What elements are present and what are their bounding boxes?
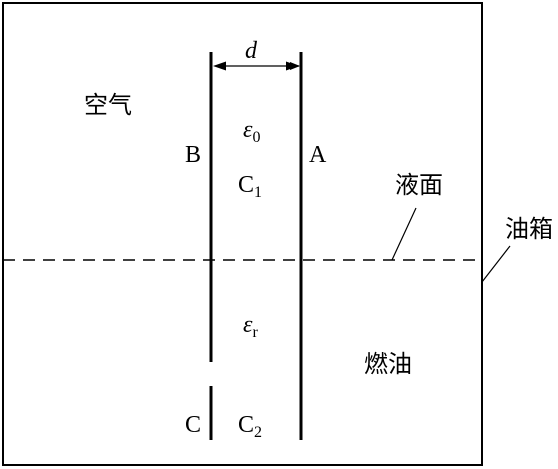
epsilon-r-sub: r <box>252 324 258 341</box>
electrode-c-label: C <box>185 412 201 438</box>
epsilon-0-label: ε0 <box>243 117 260 146</box>
epsilon-r-base: ε <box>243 312 253 338</box>
air-label: 空气 <box>84 91 132 119</box>
oil-tank-leader <box>481 245 511 283</box>
fuel-oil-label: 燃油 <box>364 350 412 378</box>
oil-tank-label: 油箱 <box>505 215 553 243</box>
epsilon-0-base: ε <box>243 117 253 143</box>
gap-arrow-right-head <box>286 61 299 71</box>
liquid-surface-leader <box>391 207 417 261</box>
epsilon-r-label: εr <box>243 312 258 341</box>
gap-label: d <box>245 38 258 64</box>
liquid-surface-label: 液面 <box>395 171 443 199</box>
epsilon-0-sub: 0 <box>252 129 260 146</box>
c1-base: C <box>238 172 254 198</box>
electrode-a-label: A <box>309 142 327 168</box>
tank-outline <box>2 2 483 466</box>
electrode-b-label: B <box>185 142 201 168</box>
gap-arrow-left-head <box>213 61 226 71</box>
c1-sub: 1 <box>254 184 262 201</box>
c2-base: C <box>238 412 254 438</box>
c2-sub: 2 <box>254 424 262 441</box>
c2-label: C2 <box>238 412 262 441</box>
c1-label: C1 <box>238 172 262 201</box>
